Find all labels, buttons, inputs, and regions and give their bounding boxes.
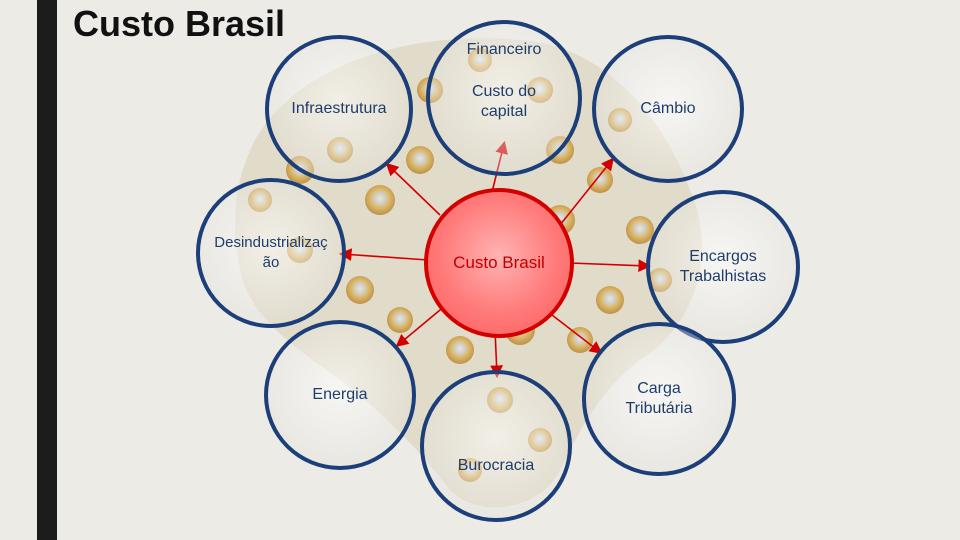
arrow-to-desindustrializacao (338, 248, 429, 262)
node-cambio: Câmbio (592, 35, 744, 183)
node-infraestrutura: Infraestrutura (265, 35, 413, 183)
arrow-to-infraestrutura (385, 162, 441, 216)
node-desindustrializacao: Desindustrialização (196, 178, 346, 328)
node-custo-do-capital-label: Custo do capital (471, 83, 537, 120)
node-carga-tributaria: Carga Tributária (582, 322, 736, 476)
slide-title: Custo Brasil (73, 3, 286, 44)
node-encargos-trabalhistas-label: Encargos Trabalhistas (679, 248, 767, 285)
node-cambio-label: Câmbio (640, 100, 696, 117)
node-infraestrutura-label: Infraestrutura (291, 100, 387, 117)
node-burocracia-label: Burocracia (457, 457, 535, 474)
arrow-to-encargos (569, 259, 652, 273)
node-financeiro-label: Financeiro (466, 41, 542, 58)
left-accent-bar (37, 0, 57, 540)
arrow-to-carga (551, 314, 603, 354)
node-energia: Energia (264, 320, 416, 470)
arrow-to-energia (395, 304, 447, 348)
node-desindustrializacao-label: Desindustrialização (214, 234, 328, 271)
hub-custo-brasil-label: Custo Brasil (453, 253, 545, 272)
hub-custo-brasil: Custo Brasil (424, 188, 574, 338)
node-custo-do-capital: Custo do capital (426, 20, 582, 176)
node-burocracia: Burocracia (420, 370, 572, 522)
node-carga-tributaria-label: Carga Tributária (625, 380, 693, 417)
node-energia-label: Energia (312, 386, 368, 403)
arrow-to-cambio (559, 157, 614, 226)
node-encargos-trabalhistas: Encargos Trabalhistas (646, 190, 800, 344)
